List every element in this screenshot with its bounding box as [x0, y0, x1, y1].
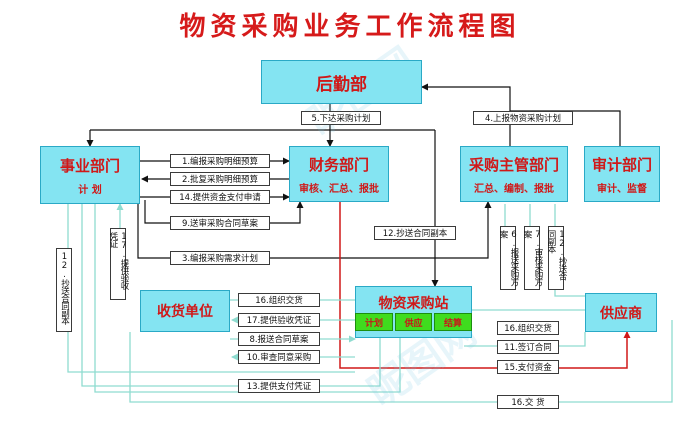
node-business: 事业部门 计 划 — [40, 146, 140, 204]
diagram-title: 物资采购业务工作流程图 — [179, 12, 521, 42]
node-business-label: 事业部门 — [59, 156, 120, 175]
node-logistics: 后勤部 — [261, 60, 422, 104]
node-logistics-label: 后勤部 — [316, 74, 367, 95]
step-13-label: 13.提供支付凭证 — [238, 379, 320, 393]
step-17b-label: 17.提供验收凭证 — [238, 313, 320, 327]
node-supplier-label: 供应商 — [600, 305, 642, 322]
node-audit-label: 审计部门 — [591, 155, 652, 174]
step-6-label: 6.报送采购方案 — [498, 226, 519, 290]
node-audit: 审计部门 审计、监督 — [584, 146, 660, 202]
step-15-label: 15.支付资金 — [497, 360, 559, 374]
flow-3 — [137, 201, 492, 259]
step-16c-label: 16.交 货 — [497, 395, 559, 409]
node-finance-sub: 审核、汇总、报批 — [299, 183, 379, 195]
flow-15 — [339, 200, 631, 369]
step-11-label: 11.签订合同 — [497, 340, 559, 354]
step-2-label: 2.批复采购明细预算 — [170, 172, 270, 186]
node-receiving-label: 收货单位 — [157, 304, 213, 320]
node-receiving: 收货单位 — [140, 290, 230, 332]
node-station-label: 物资采购站 — [378, 296, 449, 312]
step-16b-label: 16.组织交货 — [497, 321, 559, 335]
node-audit-sub: 审计、监督 — [597, 183, 647, 195]
node-procurement-dept: 采购主管部门 汇总、编制、报批 — [460, 146, 568, 202]
step-4-label: 4.上报物资采购计划 — [473, 111, 573, 125]
step-17a-label: 17.提供验收凭证 — [108, 228, 129, 300]
step-8-label: 8.报送合同草案 — [238, 332, 320, 346]
node-finance: 财务部门 审核、汇总、报批 — [289, 146, 389, 202]
flow-4 — [421, 83, 511, 146]
flow-5-branch — [90, 129, 435, 146]
node-supplier: 供应商 — [585, 293, 657, 332]
step-5-label: 5.下达采购计划 — [301, 111, 381, 125]
step-3-label: 3.编报采购需求计划 — [170, 251, 270, 265]
step-14-label: 14.提供资金支付申请 — [170, 190, 270, 204]
step-10-label: 10.审查同意采购 — [238, 350, 320, 364]
step-16a-label: 16.组织交货 — [238, 293, 320, 307]
station-tag-settlement: 结算 — [434, 313, 472, 331]
step-7-label: 7.审核采购方案 — [522, 226, 543, 290]
node-procurement-dept-sub: 汇总、编制、报批 — [474, 183, 554, 195]
node-finance-label: 财务部门 — [308, 155, 369, 174]
station-tag-supply: 供应 — [395, 313, 432, 331]
flow-13 — [81, 204, 381, 387]
step-12b-label: 12.抄送合同副本 — [374, 226, 456, 240]
node-procurement-dept-label: 采购主管部门 — [468, 155, 559, 174]
station-tag-plan: 计划 — [355, 313, 393, 331]
step-1-label: 1.编报采购明细预算 — [170, 154, 270, 168]
node-business-sub: 计 划 — [78, 184, 102, 196]
step-12a-label: 12.抄送合同副本 — [56, 248, 72, 332]
step-12c-label: 12.抄送合同副本 — [546, 226, 567, 290]
step-9-label: 9.送审采购合同草案 — [170, 216, 270, 230]
flow-16c — [129, 320, 673, 403]
